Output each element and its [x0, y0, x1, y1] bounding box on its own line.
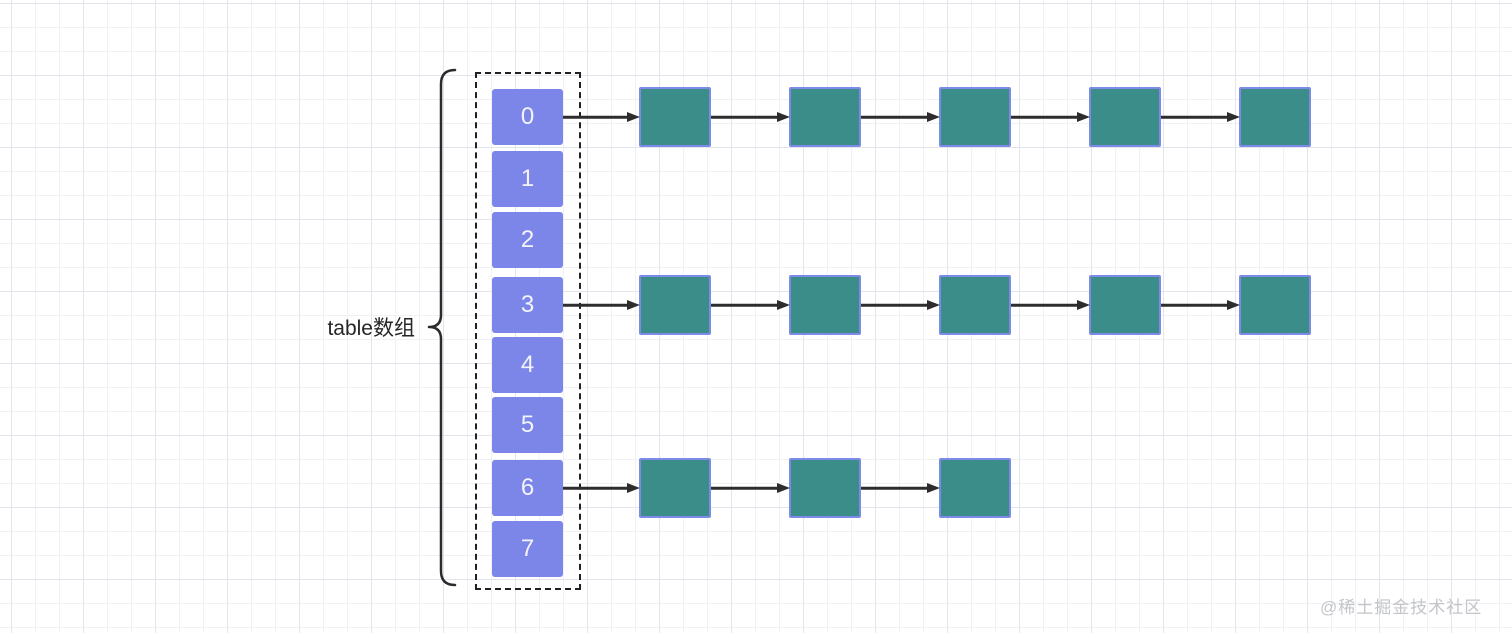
curly-brace-path	[427, 68, 457, 587]
array-cell-index: 0	[520, 103, 535, 130]
list-node	[789, 458, 861, 518]
arrow-right-icon	[1161, 87, 1239, 147]
list-node	[789, 87, 861, 147]
array-cell-index: 3	[520, 291, 535, 318]
arrow-right-icon	[563, 275, 639, 335]
bucket-row	[563, 458, 1011, 518]
arrow-right-icon	[861, 458, 939, 518]
arrow-right-icon	[711, 458, 789, 518]
arrow-right-icon	[563, 87, 639, 147]
arrow-right-icon	[1161, 275, 1239, 335]
bucket-row	[563, 275, 1311, 335]
arrow-right-icon	[1011, 87, 1089, 147]
list-node	[639, 458, 711, 518]
list-node	[789, 275, 861, 335]
array-cell: 6	[492, 460, 563, 516]
curly-brace-icon	[427, 68, 457, 587]
array-cell: 7	[492, 521, 563, 577]
list-node	[639, 87, 711, 147]
watermark: @稀土掘金技术社区	[1320, 598, 1483, 617]
bucket-row	[563, 87, 1311, 147]
list-node	[939, 458, 1011, 518]
list-node	[939, 275, 1011, 335]
table-array-label: table数组	[327, 317, 415, 340]
arrow-right-icon	[711, 87, 789, 147]
array-cell-index: 1	[520, 165, 535, 192]
array-cell-index: 5	[520, 411, 535, 438]
array-cell-index: 6	[520, 474, 535, 501]
arrow-right-icon	[861, 87, 939, 147]
array-cell-index: 2	[520, 226, 535, 253]
list-node	[1089, 275, 1161, 335]
array-cell: 5	[492, 397, 563, 453]
list-node	[1239, 87, 1311, 147]
list-node	[939, 87, 1011, 147]
list-node	[1239, 275, 1311, 335]
list-node	[639, 275, 711, 335]
arrow-right-icon	[1011, 275, 1089, 335]
arrow-right-icon	[861, 275, 939, 335]
array-cell: 1	[492, 151, 563, 207]
list-node	[1089, 87, 1161, 147]
array-cell: 3	[492, 277, 563, 333]
array-cell: 2	[492, 212, 563, 268]
array-cell-index: 4	[520, 351, 535, 378]
arrow-right-icon	[563, 458, 639, 518]
array-cell: 0	[492, 89, 563, 145]
array-cell-index: 7	[520, 535, 535, 562]
array-cell: 4	[492, 337, 563, 393]
arrow-right-icon	[711, 275, 789, 335]
